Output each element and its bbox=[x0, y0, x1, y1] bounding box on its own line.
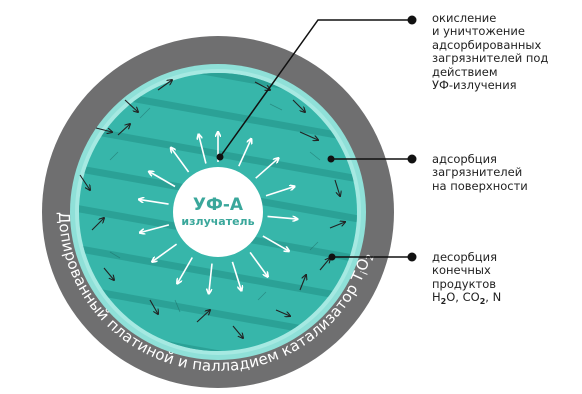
uv-arrow bbox=[262, 235, 289, 251]
surface-arrow bbox=[95, 127, 112, 132]
dot-marker-icon bbox=[407, 15, 417, 25]
callout-lines bbox=[219, 19, 412, 258]
callout-adsorption: адсорбция загрязнителей на поверхности bbox=[432, 152, 528, 193]
surface-arrow bbox=[117, 124, 130, 136]
leader-line-oxidation bbox=[219, 19, 412, 158]
callout-oxidation: окисление и уничтожение адсорбированных … bbox=[432, 11, 549, 93]
surface-arrow bbox=[103, 267, 114, 280]
surface-arrow bbox=[299, 275, 306, 291]
surface-arrow bbox=[319, 258, 330, 271]
dot-marker-icon bbox=[407, 154, 417, 164]
uv-arrow bbox=[139, 199, 169, 205]
uv-arrow bbox=[265, 187, 295, 197]
uv-arrow bbox=[209, 263, 213, 294]
uv-arrow bbox=[231, 261, 241, 291]
callout-dots bbox=[216, 15, 417, 262]
surface-arrow bbox=[124, 99, 138, 112]
dot-marker-icon bbox=[328, 253, 336, 261]
desorption-products: H2O, CO2, N bbox=[432, 291, 501, 308]
surface-arrow bbox=[196, 310, 210, 323]
desorption-line-1: десорбция bbox=[432, 250, 497, 264]
emitter-subtitle: излучатель bbox=[181, 215, 254, 228]
surface-arrow bbox=[149, 299, 158, 314]
callout-desorption: десорбция конечных продуктов H2O, CO2, N bbox=[432, 250, 501, 309]
desorption-line-3: продуктов bbox=[432, 276, 497, 291]
surface-arrow bbox=[329, 222, 345, 229]
product-n: , N bbox=[485, 290, 502, 305]
product-co-sub: 2 bbox=[479, 297, 486, 307]
surface-arrow bbox=[157, 80, 172, 91]
uv-arrow bbox=[199, 134, 207, 164]
product-h2o-co: O, CO bbox=[446, 290, 480, 305]
uv-emitter bbox=[173, 167, 263, 257]
uv-arrow bbox=[238, 139, 251, 167]
uv-arrow bbox=[152, 243, 178, 262]
uv-arrow bbox=[177, 257, 193, 284]
surface-arrow bbox=[254, 81, 270, 90]
dot-marker-icon bbox=[327, 155, 335, 163]
uv-arrow bbox=[249, 251, 268, 276]
surface-arrow bbox=[232, 325, 243, 338]
uv-arrows bbox=[139, 132, 297, 294]
uv-arrow bbox=[171, 148, 190, 173]
ring-label-o: О bbox=[352, 256, 373, 273]
surface-arrow bbox=[292, 99, 305, 112]
ring-label-sub-i: i bbox=[360, 270, 371, 277]
surface-arrow bbox=[299, 131, 318, 140]
surface-arrow bbox=[91, 218, 104, 231]
uv-arrow bbox=[140, 224, 170, 233]
uv-arrow bbox=[255, 158, 279, 179]
emitter-title: УФ-А bbox=[193, 195, 244, 215]
desorption-line-2: конечных bbox=[432, 263, 491, 278]
uv-arrow bbox=[267, 215, 298, 219]
uv-arrow bbox=[149, 172, 176, 188]
dot-marker-icon bbox=[216, 153, 224, 161]
surface-arrows bbox=[79, 80, 345, 338]
surface-arrow bbox=[275, 309, 290, 316]
product-h-sub: 2 bbox=[440, 297, 447, 307]
surface-arrow bbox=[334, 179, 340, 196]
dot-marker-icon bbox=[407, 252, 417, 262]
product-h: H bbox=[432, 290, 441, 305]
surface-arrow bbox=[79, 174, 90, 190]
faint-arrows bbox=[109, 103, 321, 313]
